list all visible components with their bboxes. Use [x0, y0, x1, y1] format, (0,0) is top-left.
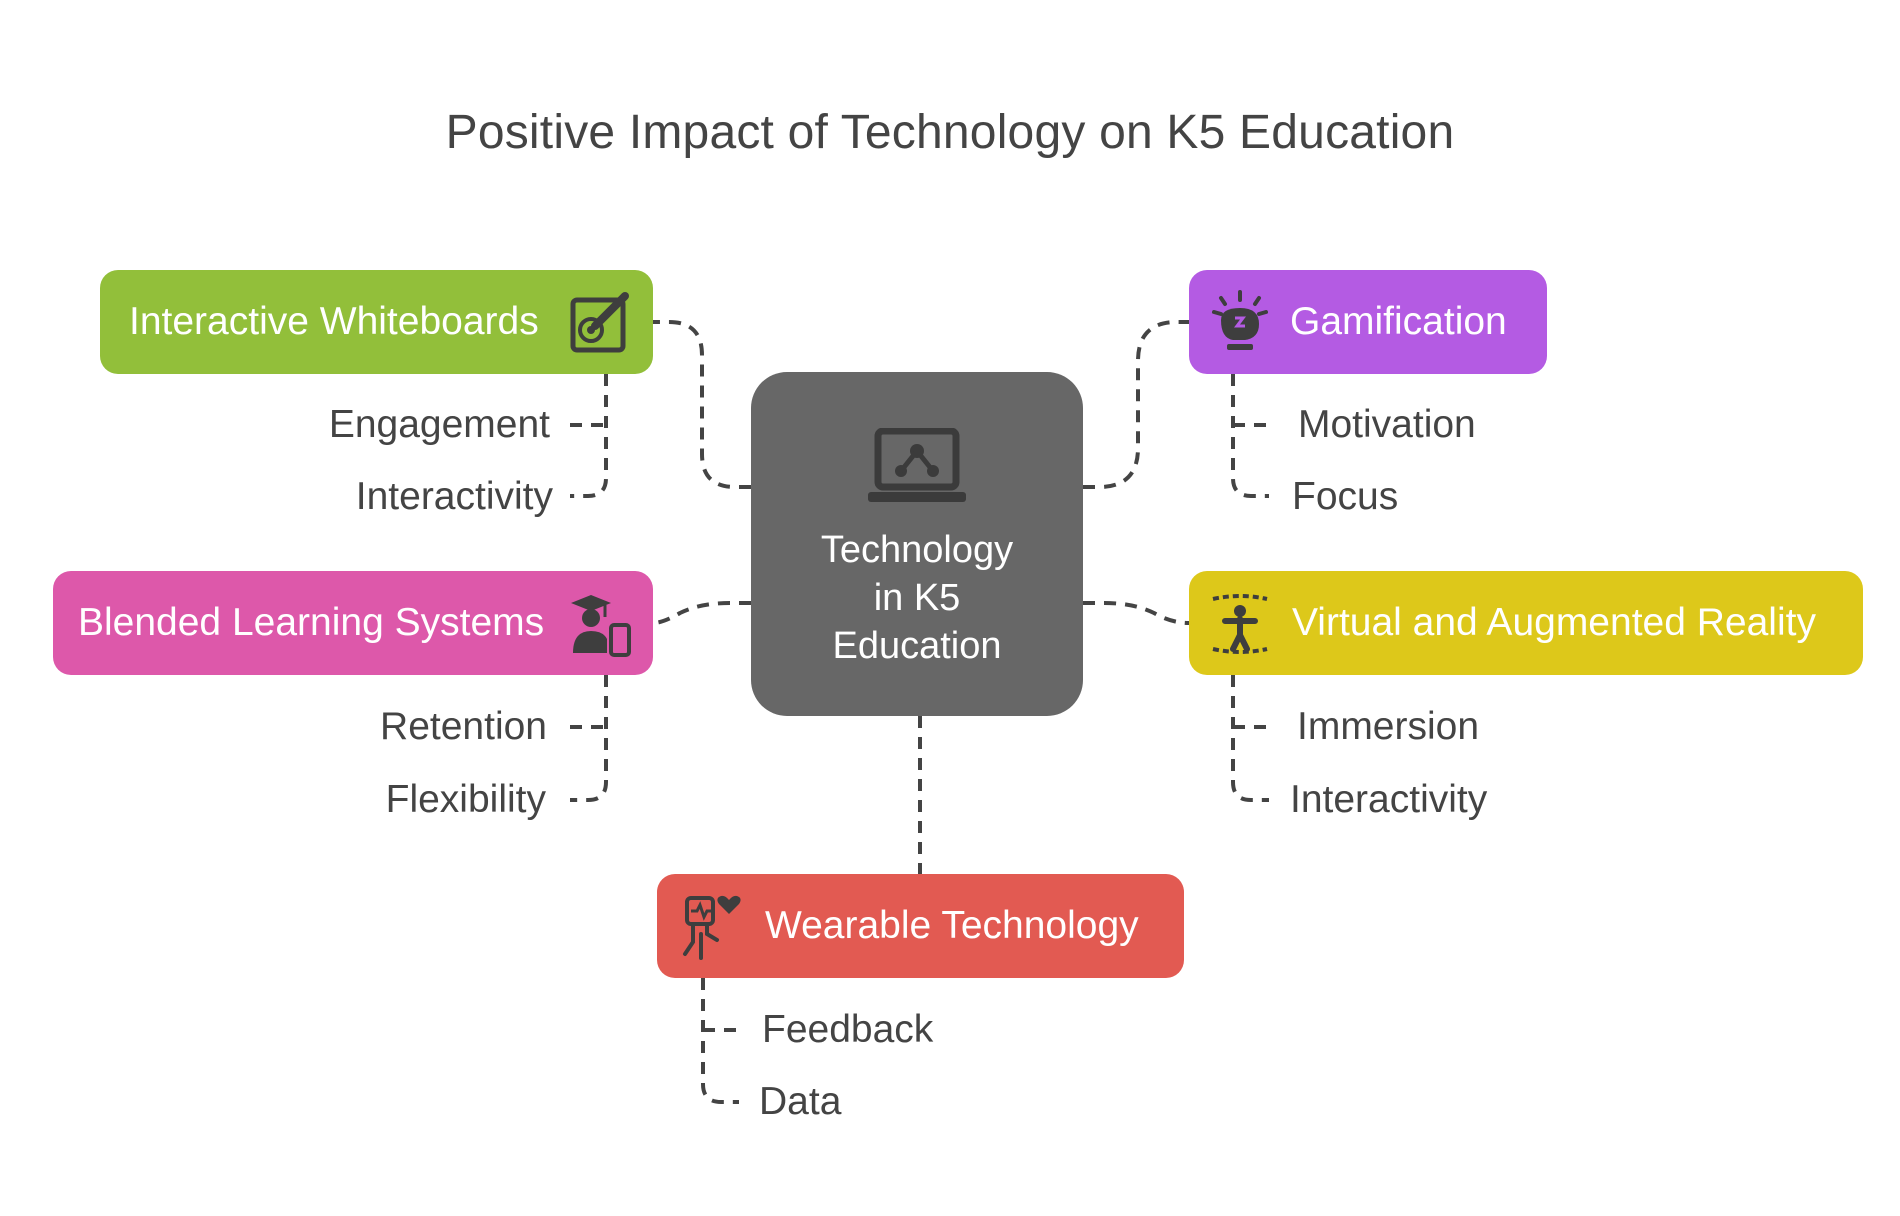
node-gamification: Gamification: [1189, 270, 1547, 374]
child-feedback: Feedback: [762, 1008, 934, 1051]
node-label: Wearable Technology: [765, 904, 1139, 947]
center-node: Technology in K5 Education: [751, 372, 1083, 716]
connector-center-whiteboards: [653, 320, 751, 489]
connector-center-vr: [1083, 601, 1190, 625]
node-label: Virtual and Augmented Reality: [1292, 601, 1816, 644]
connector-gamification-children: [1231, 374, 1269, 498]
center-label: Technology in K5 Education: [820, 529, 1014, 667]
whiteboard-pen-icon: [570, 292, 629, 353]
connector-wearable-children: [701, 978, 739, 1104]
child-retention: Retention: [380, 705, 547, 748]
node-wearable-technology: Wearable Technology: [657, 874, 1184, 978]
node-label: Blended Learning Systems: [78, 601, 545, 644]
child-immersion: Immersion: [1297, 705, 1480, 748]
laptop-network-icon: [868, 428, 966, 502]
student-device-icon: [571, 595, 631, 657]
connector-blended-children: [570, 675, 608, 802]
child-flexibility: Flexibility: [385, 778, 546, 821]
child-interactivity-whiteboards: Interactivity: [355, 475, 553, 518]
connector-center-gamification: [1083, 320, 1189, 489]
node-interactive-whiteboards: Interactive Whiteboards: [100, 270, 653, 374]
connector-center-blended: [652, 601, 751, 625]
child-interactivity-vr: Interactivity: [1290, 778, 1488, 821]
child-focus: Focus: [1292, 475, 1399, 518]
connector-vr-children: [1231, 675, 1269, 802]
node-label: Gamification: [1290, 300, 1507, 343]
diagram-title: Positive Impact of Technology on K5 Educ…: [445, 106, 1455, 159]
child-engagement: Engagement: [328, 403, 550, 446]
node-blended-learning-systems: Blended Learning Systems: [53, 571, 653, 675]
node-virtual-augmented-reality: Virtual and Augmented Reality: [1189, 571, 1863, 675]
child-motivation: Motivation: [1298, 403, 1476, 446]
node-label: Interactive Whiteboards: [129, 300, 539, 343]
child-data: Data: [759, 1080, 842, 1123]
connector-whiteboards-children: [570, 374, 608, 498]
vr-person-icon: [1212, 594, 1268, 654]
wearable-heart-icon: [683, 895, 741, 960]
gamification-icon: [1212, 290, 1268, 350]
